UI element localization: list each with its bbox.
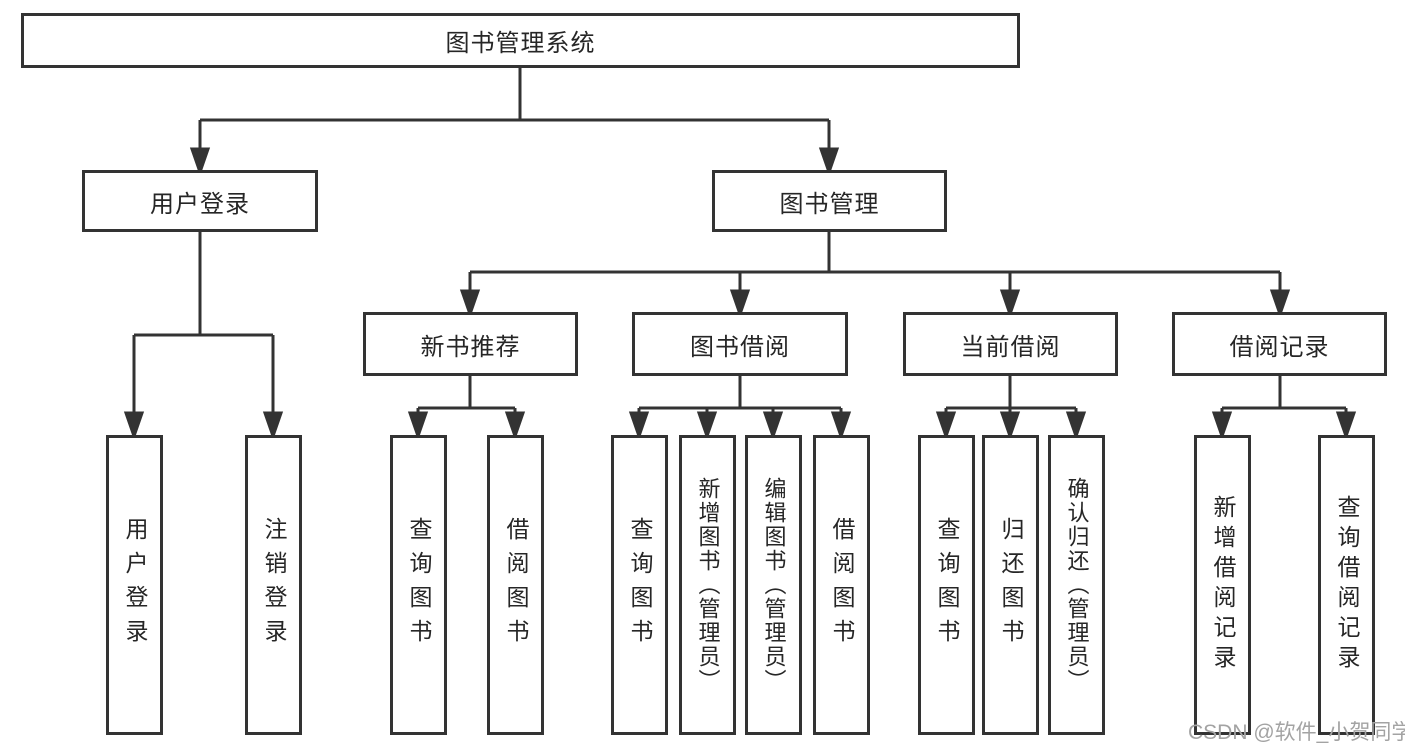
- node-label: 借阅图书: [503, 517, 529, 653]
- node-leaf-add-borrow-record: 新增借阅记录: [1194, 435, 1251, 735]
- node-leaf-borrow-books-2: 借阅图书: [813, 435, 870, 735]
- node-leaf-query-borrow-record: 查询借阅记录: [1318, 435, 1375, 735]
- node-leaf-add-book-admin: 新增图书（管理员）: [679, 435, 736, 735]
- node-label: 新增图书（管理员）: [695, 477, 721, 693]
- node-label: 归还图书: [998, 517, 1024, 653]
- node-library-management-system: 图书管理系统: [21, 13, 1020, 68]
- node-current-borrowing: 当前借阅: [903, 312, 1118, 376]
- node-label: 查询图书: [627, 517, 653, 653]
- node-label: 注销登录: [261, 517, 287, 653]
- node-label: 用户登录: [122, 517, 148, 653]
- node-label: 编辑图书（管理员）: [761, 477, 787, 693]
- node-leaf-user-login: 用户登录: [106, 435, 163, 735]
- node-label: 查询借阅记录: [1334, 495, 1360, 675]
- node-leaf-logout: 注销登录: [245, 435, 302, 735]
- node-label: 借阅图书: [829, 517, 855, 653]
- node-leaf-edit-book-admin: 编辑图书（管理员）: [745, 435, 802, 735]
- node-book-management: 图书管理: [712, 170, 947, 232]
- node-leaf-query-books-1: 查询图书: [390, 435, 447, 735]
- node-label: 查询图书: [406, 517, 432, 653]
- node-leaf-query-books-2: 查询图书: [611, 435, 668, 735]
- node-leaf-return-books: 归还图书: [982, 435, 1039, 735]
- node-leaf-confirm-return-admin: 确认归还（管理员）: [1048, 435, 1105, 735]
- node-borrowing-records: 借阅记录: [1172, 312, 1387, 376]
- node-label: 确认归还（管理员）: [1064, 477, 1090, 693]
- csdn-watermark: CSDN @软件_小贺同学: [1188, 721, 1405, 744]
- node-label: 查询图书: [934, 517, 960, 653]
- node-user-login: 用户登录: [82, 170, 318, 232]
- node-book-borrowing: 图书借阅: [632, 312, 848, 376]
- node-leaf-query-books-3: 查询图书: [918, 435, 975, 735]
- node-label: 新增借阅记录: [1210, 495, 1236, 675]
- node-new-book-recommendation: 新书推荐: [363, 312, 578, 376]
- node-leaf-borrow-books-1: 借阅图书: [487, 435, 544, 735]
